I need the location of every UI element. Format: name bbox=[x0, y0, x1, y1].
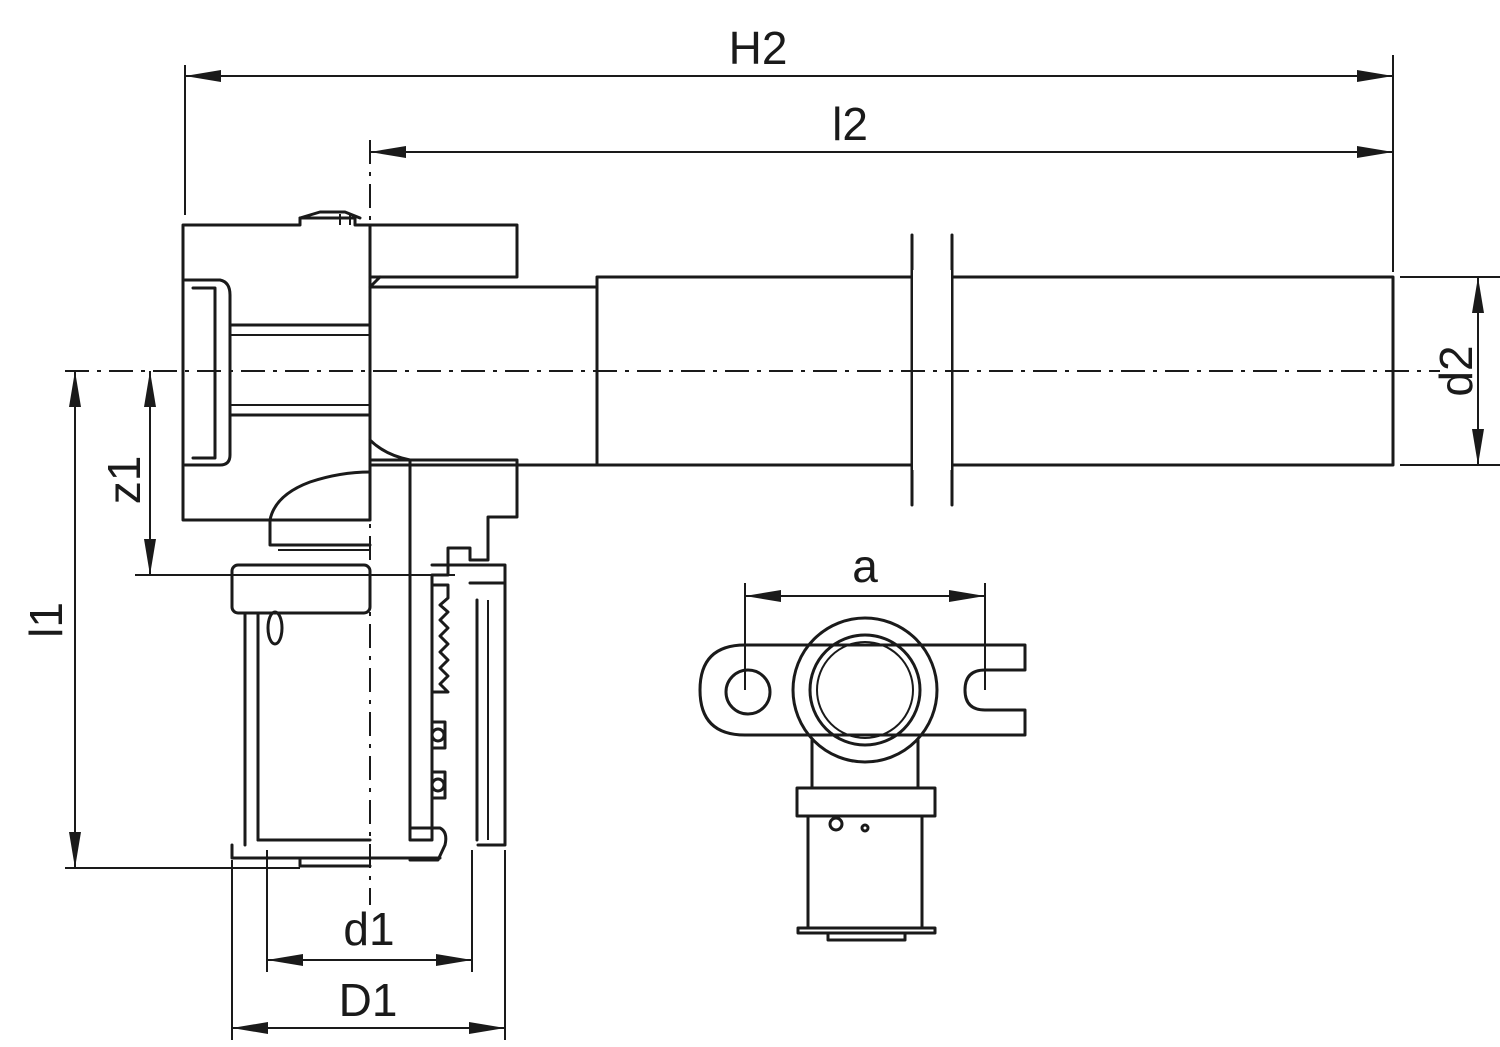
dimension-label-a: a bbox=[852, 540, 878, 592]
dimension-label-d1: d1 bbox=[343, 903, 394, 955]
dimension-label-l2: l2 bbox=[832, 98, 868, 150]
dimension-label-l1: l1 bbox=[20, 602, 72, 638]
front-view: a bbox=[698, 540, 1027, 942]
dimension-d2: d2 bbox=[1430, 277, 1484, 465]
dimension-label-D1: D1 bbox=[339, 974, 398, 1026]
dimension-l2: l2 bbox=[369, 98, 1393, 905]
press-sleeve bbox=[230, 563, 507, 868]
dimension-d1: d1 bbox=[266, 850, 473, 972]
dimension-h2: H2 bbox=[184, 22, 1394, 272]
dimension-label-z1: z1 bbox=[98, 456, 150, 505]
dimension-label-h2: H2 bbox=[729, 22, 788, 74]
dimension-D1: D1 bbox=[231, 850, 506, 1040]
dimension-z1: z1 bbox=[98, 371, 455, 576]
dimension-l1: l1 bbox=[20, 371, 300, 869]
dimension-label-d2: d2 bbox=[1430, 345, 1482, 396]
fitting-body bbox=[181, 210, 599, 842]
